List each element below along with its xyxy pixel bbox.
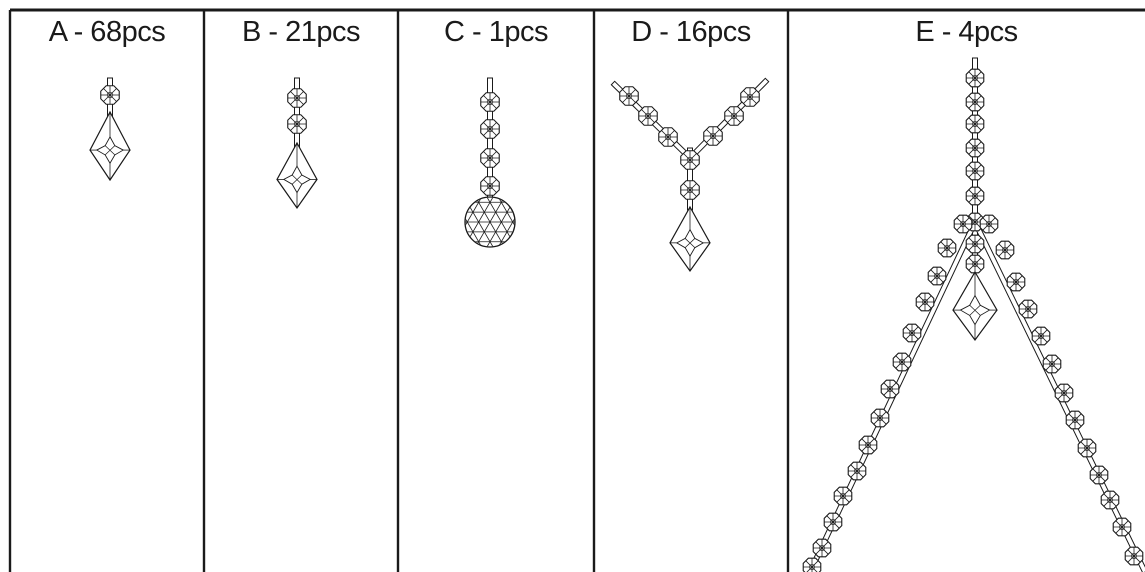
octagon-bead [965, 68, 985, 88]
octagon-bead [965, 186, 985, 206]
octagon-bead [740, 87, 760, 107]
ball-pendant [464, 196, 516, 248]
octagon-bead [680, 150, 700, 170]
column-label-a: A - 68pcs [48, 16, 166, 48]
octagon-bead [638, 106, 658, 126]
octagon-bead [1077, 438, 1097, 458]
table-frame [8, 8, 1145, 572]
octagon-bead [100, 85, 120, 105]
strand-a [89, 77, 131, 182]
octagon-bead [658, 127, 678, 147]
octagon-bead [480, 176, 500, 196]
kite-pendant [669, 205, 711, 273]
octagon-bead [937, 238, 957, 258]
column-label-d: D - 16pcs [631, 16, 751, 48]
octagon-bead [619, 86, 639, 106]
octagon-bead [287, 114, 307, 134]
strand-c [464, 77, 516, 248]
octagon-bead [680, 180, 700, 200]
octagon-bead [287, 88, 307, 108]
kite-pendant [276, 141, 318, 210]
octagon-bead [1100, 490, 1120, 510]
octagon-bead [480, 92, 500, 112]
octagon-bead [703, 126, 723, 146]
octagon-bead [812, 538, 832, 558]
octagon-bead [870, 408, 890, 428]
octagon-bead [965, 254, 985, 274]
column-label-b: B - 21pcs [242, 16, 361, 48]
octagon-bead [1006, 272, 1026, 292]
octagon-bead [965, 234, 985, 254]
octagon-bead [953, 214, 973, 234]
octagon-bead [979, 214, 999, 234]
kite-pendant [89, 110, 131, 182]
octagon-bead [1065, 410, 1085, 430]
octagon-bead [880, 379, 900, 399]
octagon-bead [802, 557, 822, 572]
octagon-bead [965, 114, 985, 134]
octagon-bead [724, 106, 744, 126]
octagon-bead [833, 486, 853, 506]
strand-b [276, 77, 318, 210]
octagon-bead [892, 352, 912, 372]
octagon-bead [1112, 517, 1132, 537]
octagon-bead [1018, 299, 1038, 319]
octagon-bead [858, 435, 878, 455]
strand-d [610, 77, 770, 273]
octagon-bead [1124, 546, 1144, 566]
octagon-bead [927, 266, 947, 286]
octagon-bead [1042, 354, 1062, 374]
column-label-c: C - 1pcs [444, 16, 548, 48]
octagon-bead [847, 461, 867, 481]
octagon-bead [823, 512, 843, 532]
octagon-bead [995, 240, 1015, 260]
octagon-bead [1031, 326, 1051, 346]
octagon-bead [1054, 383, 1074, 403]
ball-facets [465, 197, 515, 247]
octagon-bead [902, 323, 922, 343]
kite-pendant [952, 270, 998, 342]
octagon-bead [480, 119, 500, 139]
octagon-bead [965, 92, 985, 112]
octagon-bead [965, 161, 985, 181]
octagon-bead [915, 292, 935, 312]
octagon-bead [480, 148, 500, 168]
strand-e [802, 57, 1145, 572]
octagon-bead [1089, 465, 1109, 485]
column-label-e: E - 4pcs [915, 16, 1018, 48]
octagon-bead [965, 138, 985, 158]
